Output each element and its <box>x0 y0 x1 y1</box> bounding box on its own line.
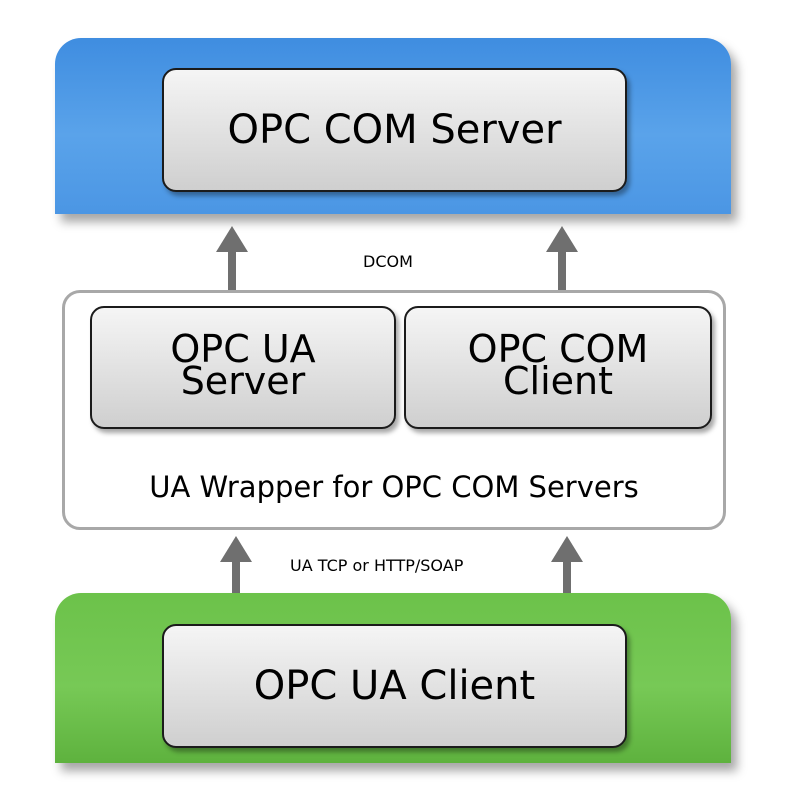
arrow-up-icon <box>551 536 583 596</box>
opc-com-server-box: OPC COM Server <box>162 68 627 192</box>
opc-ua-server-label: OPC UA Server <box>170 327 316 403</box>
ua-tcp-connection-label: UA TCP or HTTP/SOAP <box>290 556 464 575</box>
opc-ua-server-box: OPC UA Server <box>90 306 396 429</box>
opc-com-server-label: OPC COM Server <box>227 107 562 153</box>
arrow-up-icon <box>216 226 248 292</box>
dcom-connection-label: DCOM <box>363 252 413 271</box>
opc-com-client-label: OPC COM Client <box>467 327 649 403</box>
ua-wrapper-label: UA Wrapper for OPC COM Servers <box>149 470 639 504</box>
opc-ua-client-box: OPC UA Client <box>162 624 627 748</box>
arrow-up-icon <box>546 226 578 292</box>
opc-com-client-box: OPC COM Client <box>404 306 712 429</box>
arrow-up-icon <box>220 536 252 596</box>
opc-ua-client-label: OPC UA Client <box>253 663 536 709</box>
